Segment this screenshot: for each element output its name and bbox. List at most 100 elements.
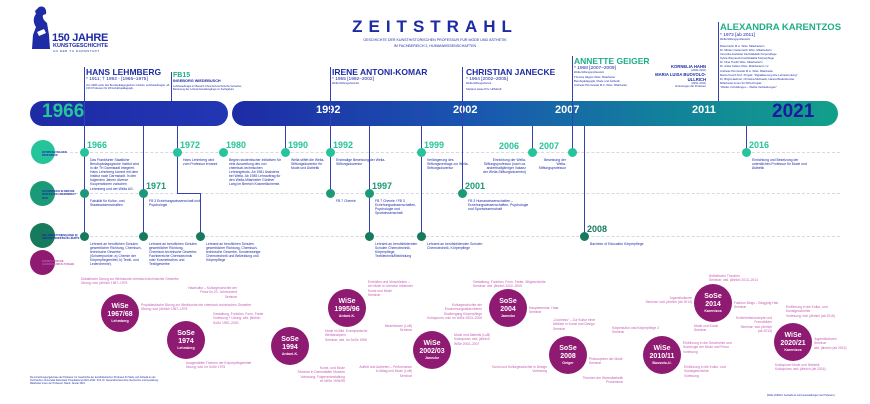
- person-note: Wella-Stiftungsdozentin: [332, 82, 360, 85]
- event-dot: [742, 148, 751, 157]
- legend-circle-study-goal: [30, 223, 55, 248]
- event-description: Wella stiftet die Wella-Stiftungsdozentu…: [291, 158, 325, 171]
- event-description: Das Frankfurter Staatliche Berufspädagog…: [90, 158, 140, 191]
- footer-note: [WiSe 2020/21: Auswahl an Lehrveranstalt…: [767, 394, 835, 397]
- event-description: Lehramt an berufsbildenden Schulen Chemo…: [427, 242, 483, 251]
- person-name: IRENE ANTONI-KOMAR: [332, 67, 428, 77]
- event-description: FB 3 Erziehungswissenschaft und Psycholo…: [149, 199, 201, 208]
- course-label: Philosophien der Mode Seminar: [589, 357, 623, 366]
- legend-circle-courses: [30, 250, 55, 275]
- semester-term: WiSe: [338, 298, 356, 306]
- person-dates: * 1955 [1992–2002]: [332, 77, 374, 82]
- legend-circle-development: [31, 140, 55, 164]
- event-description: Einrichtung der Wella-Stiftungsprofessur…: [483, 158, 526, 175]
- semester-term: WiSe: [784, 332, 802, 340]
- event-year: 1997: [372, 181, 393, 191]
- person-dates: * 1968 [2007–2009]: [574, 66, 616, 71]
- semester-term: SoSe: [704, 293, 722, 301]
- course-label: Fashion Blogs – Blogging Hair Seminar: [734, 301, 779, 310]
- connector-line: [330, 67, 332, 193]
- event-year: 1990: [288, 140, 309, 150]
- event-description: FB 7 Chemie / FB 3 Erziehungswissenschaf…: [375, 199, 417, 216]
- staff-item: Andreas Pinczewski M.A. Wiss. Mitarbeite…: [720, 68, 774, 73]
- event-year: 2016: [749, 140, 770, 150]
- semester-term: WiSe: [423, 340, 441, 348]
- event-description: Erstmalige Besetzung der Wella-Stiftungs…: [336, 158, 386, 167]
- event-description: Lehramt an beruflichen Schulen gewerblic…: [149, 242, 198, 267]
- person-dates: (2009–2010): [691, 69, 706, 72]
- legend-label: ZIEL DER STUDIENGÄNGE IN DEM DIE PROFESS…: [42, 234, 80, 241]
- row-divider: [60, 193, 840, 194]
- event-dot: [80, 189, 89, 198]
- course-label: Enthüllen und Verschleiern – ein Motiv i…: [368, 280, 413, 298]
- row-divider: [60, 152, 840, 153]
- staff-item: Stefanie Hase Priv. Hilfskraft: [466, 87, 502, 92]
- course-label: Modetheorie (LuB) Seminar: [384, 324, 412, 333]
- legend-label: ENTWICKLUNG DER PROFESSUR: [42, 151, 67, 158]
- person-antoni-komar: IRENE ANTONI-KOMAR * 1955 [1992–2002] We…: [332, 67, 427, 85]
- event-dot: [139, 232, 148, 241]
- event-dot: [173, 148, 182, 157]
- course-label: Jugendkulturen Seminar wtd. jährlich (ab…: [814, 337, 847, 350]
- event-dot: [417, 148, 426, 157]
- event-description: Lehramt an beruflichen Schulen gewerblic…: [90, 242, 142, 267]
- course-label: Propädeutische Übung zur Werkkunde der c…: [141, 303, 252, 312]
- event-description: Bachelor of Education Körperpflege: [590, 242, 644, 246]
- course-label: Gestaltung, Funktion, Form, Farbe Vorles…: [213, 312, 264, 325]
- connector-line: [718, 22, 720, 101]
- staff-item: Dr. Miriam Oesterreich Wiss. Mitarbeiter…: [720, 48, 772, 53]
- event-description: FB 3 Humanwissenschaften – Erziehungswis…: [468, 199, 529, 212]
- event-year: 1966: [87, 140, 108, 150]
- event-description: FB 7 Chemie: [336, 199, 356, 203]
- event-dot: [365, 189, 374, 198]
- connector-line: [369, 126, 371, 236]
- timeline-bar-segment-1: [30, 101, 228, 126]
- bar-year-2002: 2002: [453, 104, 478, 116]
- event-year: 1992: [333, 140, 354, 150]
- event-year: 2001: [465, 181, 486, 191]
- event-year: 1980: [226, 140, 247, 150]
- event-dot: [80, 148, 89, 157]
- semester-person: Buovolo-U.: [652, 360, 672, 365]
- bar-year-2011: 2011: [692, 104, 716, 116]
- semester-person: Geiger: [562, 360, 574, 365]
- bar-year-1992: 1992: [316, 104, 341, 116]
- semester-year: 2020/21: [780, 339, 806, 347]
- connector-line: [200, 193, 202, 236]
- course-label: Körperkultur und Körperpflege 2 Seminar: [612, 326, 659, 335]
- event-dot: [139, 189, 148, 198]
- staff-item: Mitarbeiter:innen für DFG-Projekt:: [720, 80, 762, 85]
- course-label: Schönheitskonzepte und Fremdbilder Semin…: [735, 316, 772, 334]
- person-dates: * 1964 [2002–2005]: [466, 77, 508, 82]
- person-fb15: FB15 INGEBORG WIEDEBUSCH Lehrbeauftragte…: [173, 72, 243, 91]
- semester-person: Antoni-K.: [338, 313, 356, 318]
- course-label: Mode im Bild. Exemplarische Werkanalysen…: [325, 329, 368, 342]
- person-name: ALEXANDRA KARENTZOS: [720, 22, 842, 33]
- event-description: Beginn studentischer Initiativen für ein…: [229, 158, 281, 187]
- footer-credits: Die Forschungsergebnisse der Professur z…: [30, 376, 159, 386]
- semester-person: Karentzos: [704, 308, 722, 313]
- person-karentzos: ALEXANDRA KARENTZOS * 1972 [ab 2011] Wel…: [720, 22, 841, 89]
- semester-year: 2004: [500, 305, 516, 313]
- course-label: Mode und Ästhetik (LuB) Kolloquium; wtd.…: [454, 333, 491, 346]
- person-note: Lehrbeauftragte im Bereich Chemisch-tech…: [173, 85, 242, 92]
- course-label: Ausgewählte Themen der Körperpflegemitte…: [186, 361, 252, 370]
- event-year: 1999: [424, 140, 445, 150]
- legend-label: EXEMPLARISCHE LEHRVERANSTALTUNGEN: [42, 260, 75, 267]
- course-label: Kunst und Kulturgeschichte in Design Vor…: [492, 365, 547, 374]
- person-note: Von 1966 Leiter des Berufspädagogischen …: [86, 84, 170, 91]
- staff-item: Berufspädagogik, Mode und Ästhetik: [574, 79, 620, 84]
- course-label: Auftritt und Auftreten – Performance in …: [359, 365, 412, 378]
- course-label: Mode und Kunst Seminar: [694, 324, 719, 333]
- timeline-bar-segment-2: [232, 101, 838, 126]
- row-divider: [60, 236, 840, 237]
- connector-line: [584, 126, 586, 236]
- semester-person: Antoni-K.: [281, 351, 299, 356]
- event-dot: [80, 232, 89, 241]
